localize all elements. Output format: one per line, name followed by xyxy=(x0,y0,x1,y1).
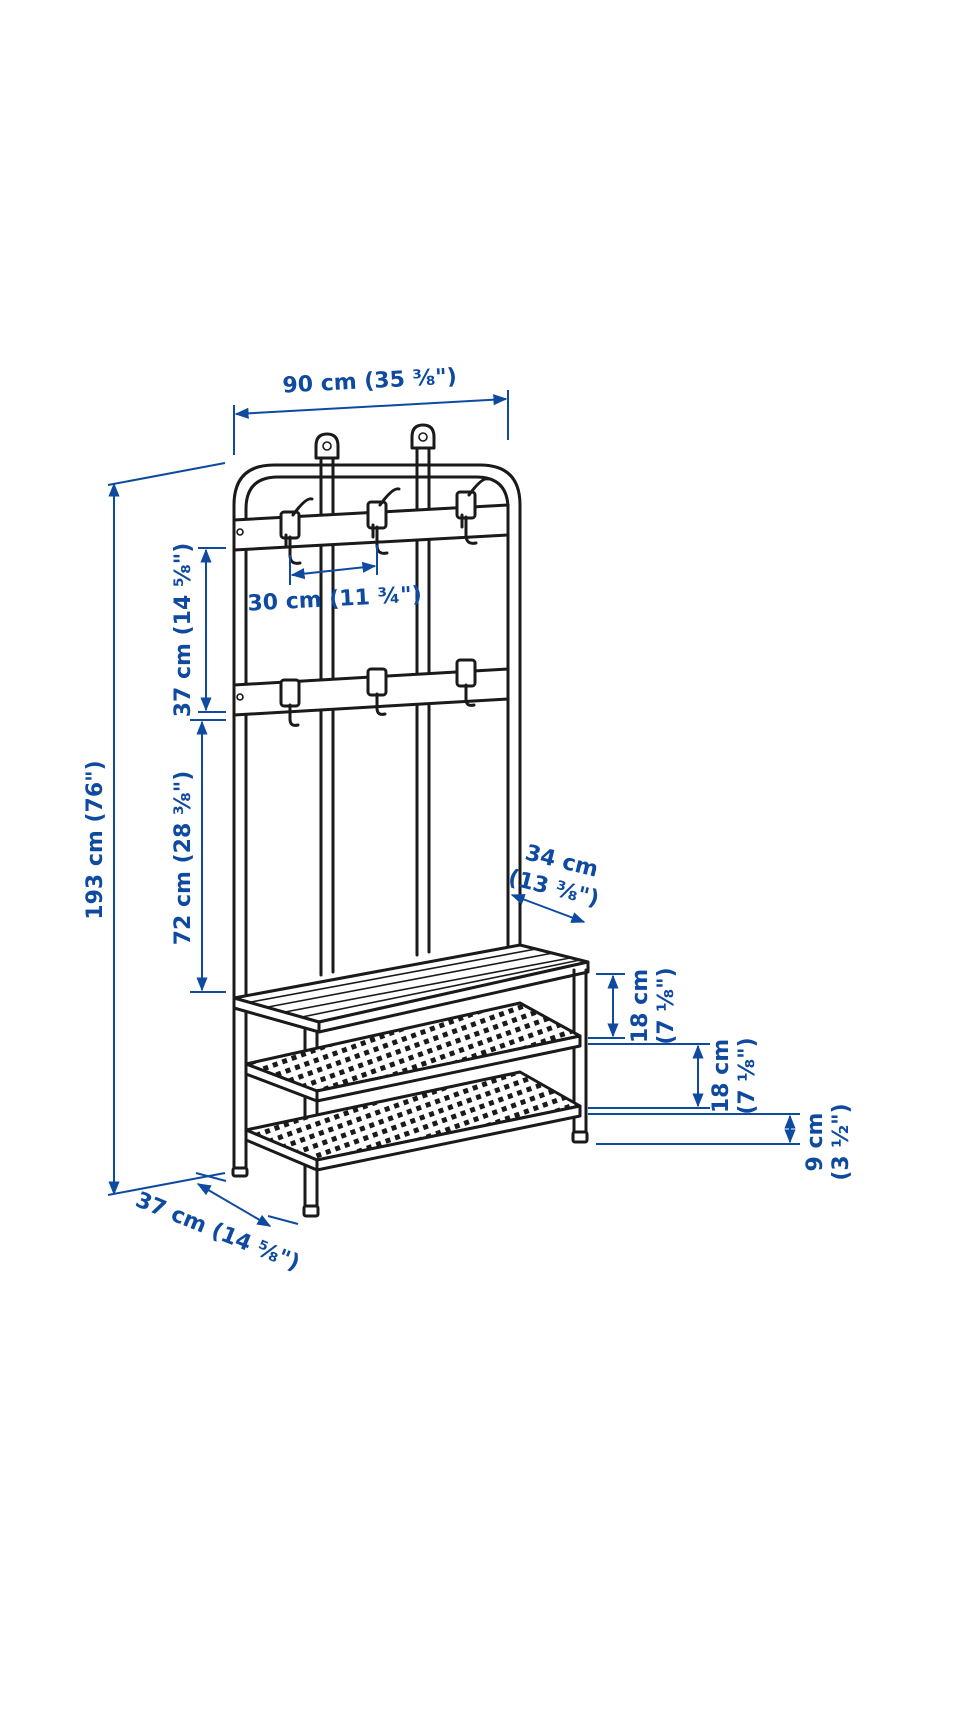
dim-depth-total: 37 cm (14 ⅝") xyxy=(132,1172,303,1277)
dim-shelf-to-floor: 9 cm (3 ½") xyxy=(588,1103,854,1181)
dim-label-rail-spacing: 37 cm (14 ⅝") xyxy=(171,543,196,718)
bench-seat xyxy=(232,943,590,1034)
dim-rail-spacing: 37 cm (14 ⅝") xyxy=(171,543,226,718)
dim-lower-rail-height: 72 cm (28 ⅜") xyxy=(171,719,226,993)
hook xyxy=(366,667,388,716)
dim-label-width-total: 90 cm (35 ⅜") xyxy=(282,364,458,398)
lower-hooks xyxy=(279,658,477,727)
dim-label-shelf-to-floor-1: 9 cm xyxy=(803,1113,828,1172)
dim-label-lower-rail-height: 72 cm (28 ⅜") xyxy=(171,771,196,946)
dim-width-total: 90 cm (35 ⅜") xyxy=(233,364,509,455)
dim-hook-spacing: 30 cm (11 ¾") xyxy=(247,545,423,617)
dim-label-seat-to-shelf-2: (7 ⅛") xyxy=(654,967,679,1044)
hook xyxy=(366,487,401,555)
lower-shoe-shelf xyxy=(244,1070,582,1172)
frame-inner xyxy=(244,475,510,1175)
wall-mount-tabs xyxy=(314,423,436,460)
back-left-foot xyxy=(231,1166,249,1178)
upper-shoe-shelf xyxy=(244,1001,582,1103)
dim-label-hook-spacing: 30 cm (11 ¾") xyxy=(247,582,423,616)
frame-outer xyxy=(232,463,522,1175)
dim-label-shelf-to-floor-2: (3 ½") xyxy=(829,1103,854,1180)
dim-height-total: 193 cm (76") xyxy=(83,462,226,1196)
dim-label-seat-to-shelf-1: 18 cm xyxy=(628,969,653,1043)
dim-shelf-to-shelf: 18 cm (7 ⅛") xyxy=(588,1037,760,1115)
dim-seat-to-shelf: 18 cm (7 ⅛") xyxy=(588,967,679,1045)
dim-label-shelf-to-shelf-1: 18 cm xyxy=(709,1039,734,1113)
dim-label-shelf-to-shelf-2: (7 ⅛") xyxy=(735,1037,760,1114)
hook xyxy=(455,477,490,545)
dim-label-height-total: 193 cm (76") xyxy=(83,760,108,919)
dim-label-depth-total: 37 cm (14 ⅝") xyxy=(132,1188,303,1277)
hook xyxy=(279,678,301,727)
hook xyxy=(455,658,477,707)
coat-rack-drawing xyxy=(231,423,590,1218)
